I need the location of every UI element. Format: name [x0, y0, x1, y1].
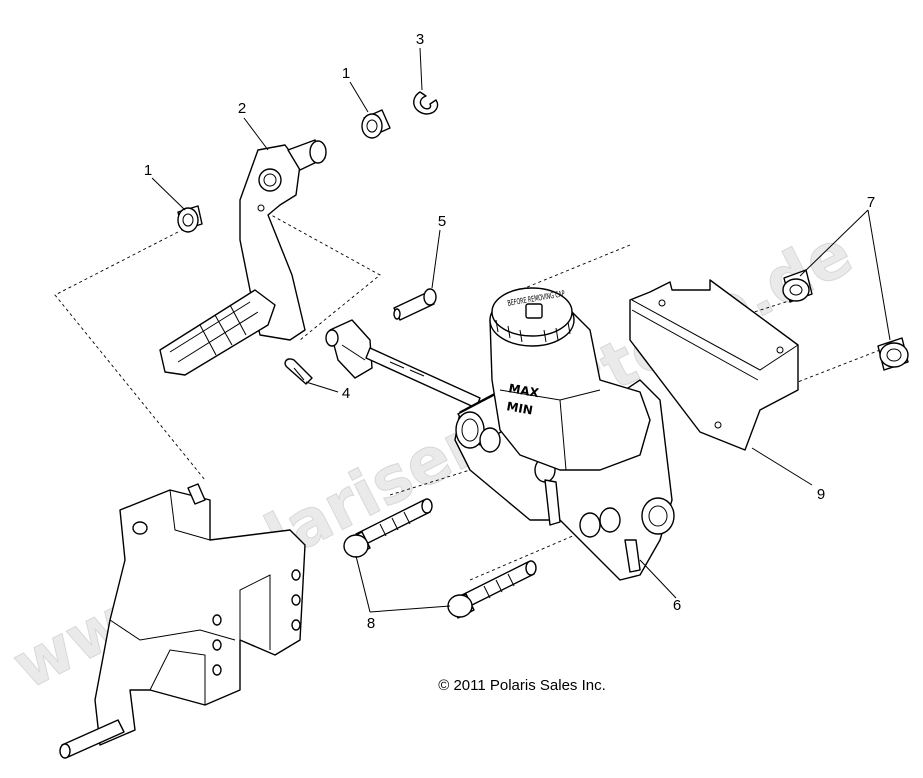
- callout-1-left: 1: [144, 162, 152, 179]
- callout-1-upper: 1: [342, 65, 350, 82]
- clevis-pin: [393, 288, 437, 321]
- brake-pedal: [159, 139, 373, 379]
- frame-bracket: [59, 483, 306, 759]
- leader-lines: [151, 47, 891, 613]
- flange-nut-lower: [877, 337, 909, 371]
- callout-6: 6: [673, 597, 681, 614]
- reservoir-min-label: MIN: [505, 399, 533, 417]
- flange-nut-upper: [782, 269, 813, 303]
- master-cylinder: MAX MIN BEFORE REMOVING CAP: [454, 287, 675, 581]
- e-clip: [413, 91, 439, 115]
- push-rod: [365, 347, 481, 409]
- flange-bolt-lower: [447, 560, 537, 619]
- callout-7: 7: [867, 194, 875, 211]
- reservoir-max-label: MAX: [507, 381, 540, 400]
- callout-8: 8: [367, 615, 375, 632]
- copyright-text: © 2011 Polaris Sales Inc.: [438, 677, 606, 694]
- callout-5: 5: [438, 213, 446, 230]
- cotter-clip: [284, 358, 313, 385]
- callout-2: 2: [238, 100, 246, 117]
- callout-3: 3: [416, 31, 424, 48]
- callout-4: 4: [342, 385, 350, 402]
- callout-9: 9: [817, 486, 825, 503]
- mounting-plate: [629, 279, 799, 451]
- flange-bolt-upper: [343, 498, 433, 558]
- callouts: 1 2 1 3 5 4 7 9 8 6: [144, 31, 875, 632]
- bushing-upper: [361, 109, 391, 139]
- bushing-left: [177, 205, 203, 233]
